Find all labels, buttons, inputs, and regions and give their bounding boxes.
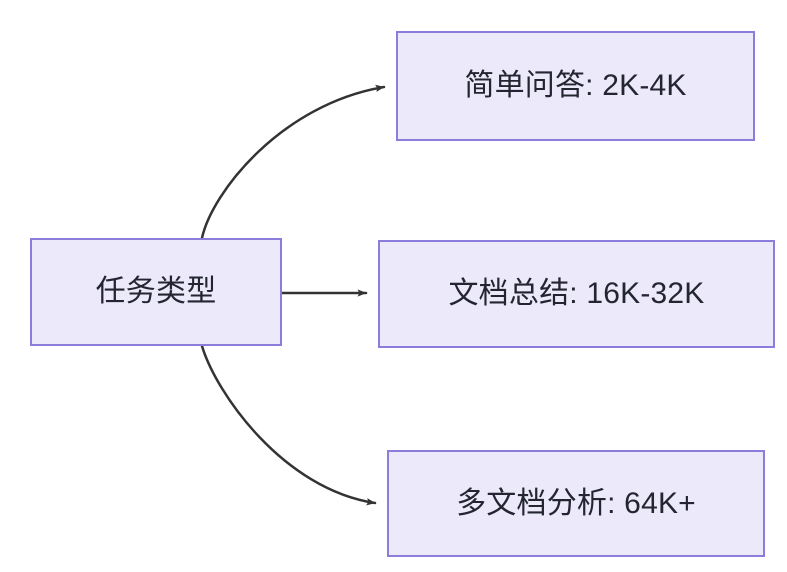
node-root-label: 任务类型 (95, 275, 217, 308)
node-doc-summary-label: 文档总结: 16K-32K (448, 277, 705, 310)
edge-root-to-simple-qa (200, 84, 386, 240)
node-multidoc-analysis-label: 多文档分析: 64K+ (456, 486, 696, 520)
node-multidoc-analysis[interactable]: 多文档分析: 64K+ (387, 450, 765, 557)
edge-root-to-multidoc (200, 344, 377, 506)
node-root-task-type[interactable]: 任务类型 (30, 238, 282, 346)
node-simple-qa[interactable]: 简单问答: 2K-4K (396, 31, 755, 141)
node-doc-summary[interactable]: 文档总结: 16K-32K (378, 240, 775, 348)
node-simple-qa-label: 简单问答: 2K-4K (464, 69, 687, 102)
